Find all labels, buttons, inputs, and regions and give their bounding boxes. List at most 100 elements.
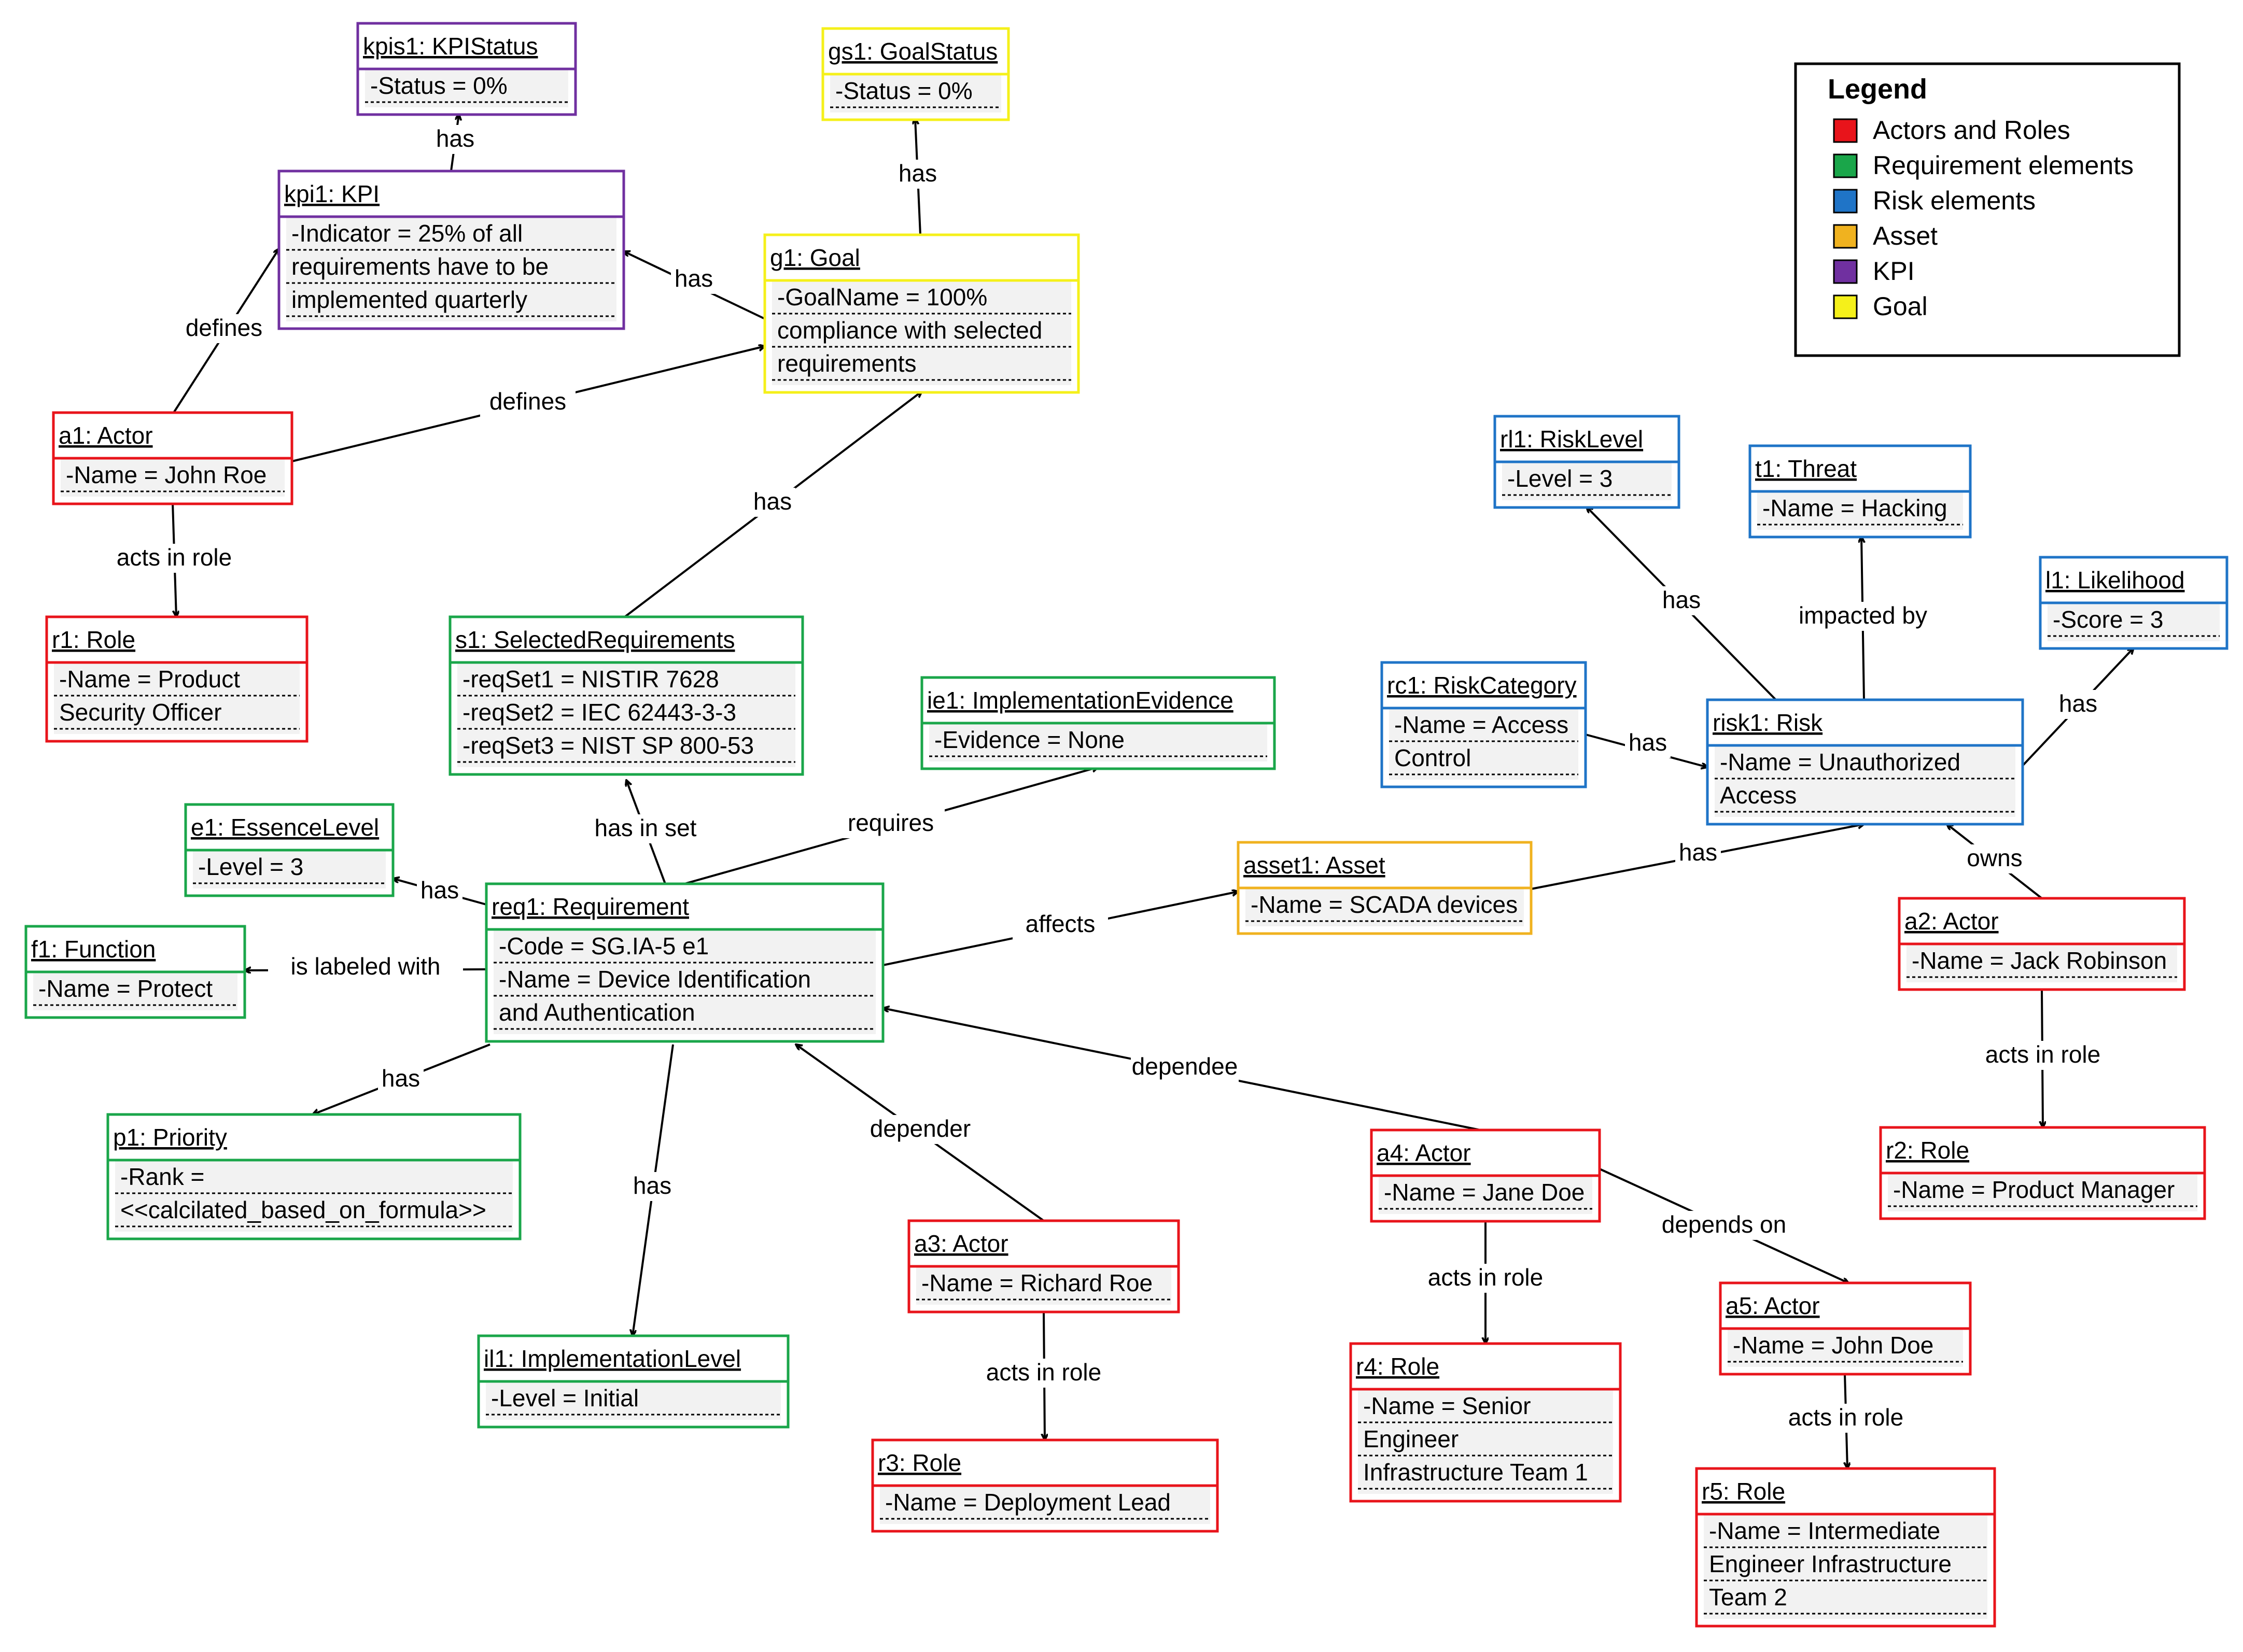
node-f1: f1: Function -Name = Protect	[24, 925, 246, 1019]
node-attribute: -Name = Deployment Lead	[885, 1489, 1171, 1516]
node-a5: a5: Actor-Name = John Doe	[1719, 1281, 1972, 1376]
edge-label: has	[1629, 729, 1667, 756]
node-attribute: -Name = Product	[59, 666, 240, 693]
node-attribute: -Level = 3	[198, 853, 303, 880]
node-rl1: rl1: RiskLevel-Level = 3	[1493, 415, 1680, 509]
node-attribute: compliance with selected	[777, 317, 1042, 344]
node-title: kpi1: KPI	[284, 180, 380, 207]
node-title: kpis1: KPIStatus	[363, 33, 538, 60]
edge-label: has	[2059, 690, 2097, 717]
node-attribute: Security Officer	[59, 699, 222, 726]
attribute-compartment	[486, 1381, 781, 1420]
edge-label-bg	[629, 1172, 675, 1201]
attribute-compartment	[33, 972, 237, 1010]
legend-item-label: Requirement elements	[1873, 151, 2134, 180]
attribute-compartment	[1888, 1173, 2197, 1211]
edge-label-bg	[1767, 1404, 1925, 1433]
node-a4: a4: Actor-Name = Jane Doe	[1370, 1128, 1601, 1223]
node-attribute: -Name = Jane Doe	[1384, 1179, 1585, 1206]
edge-label-bg	[417, 877, 462, 906]
edge-label: has	[1662, 586, 1701, 613]
node-kpi1: kpi1: KPI-Indicator = 25% of allrequirem…	[277, 170, 625, 330]
edge-label-bg	[1790, 602, 1936, 631]
node-title: r5: Role	[1702, 1478, 1785, 1505]
node-attribute: -reqSet1 = NISTIR 7628	[462, 666, 719, 693]
node-title: a3: Actor	[914, 1230, 1008, 1257]
node-title: a2: Actor	[1904, 908, 1999, 935]
legend-swatch	[1833, 259, 1858, 284]
edge-label: impacted by	[1799, 602, 1927, 629]
node-asset1: asset1: Asset-Name = SCADA devices	[1237, 841, 1533, 935]
node-attribute: -Name = Protect	[38, 975, 213, 1002]
node-p1: p1: Priority-Rank =<<calcilated_based_on…	[106, 1113, 522, 1240]
attribute-compartment	[494, 929, 876, 1034]
edge-label-bg	[750, 488, 795, 517]
node-r2: r2: Role -Name = Product Manager	[1879, 1126, 2206, 1220]
legend-swatch	[1833, 294, 1858, 319]
edge-label: acts in role	[1428, 1264, 1543, 1291]
legend-item-label: Risk elements	[1873, 186, 2036, 215]
node-attribute: -Name = Product Manager	[1893, 1176, 2175, 1203]
legend-item-label: KPI	[1873, 257, 1915, 286]
edge-label: has	[899, 160, 937, 187]
attribute-compartment	[61, 458, 285, 497]
edge-label: defines	[186, 314, 262, 341]
node-s1: s1: SelectedRequirements-reqSet1 = NISTI…	[448, 615, 804, 776]
attribute-compartment	[916, 1266, 1171, 1305]
edge-label: depends on	[1662, 1211, 1786, 1238]
edge-label-bg	[1658, 1211, 1790, 1240]
attribute-compartment	[365, 69, 568, 107]
edge-label-bg	[1625, 729, 1671, 758]
node-title: r2: Role	[1886, 1137, 1969, 1164]
node-attribute: -Name = John Roe	[66, 461, 267, 488]
node-title: e1: EssenceLevel	[191, 814, 379, 841]
edge-label: depender	[870, 1115, 971, 1142]
node-attribute: -Indicator = 25% of all	[291, 220, 523, 247]
node-title: ie1: ImplementationEvidence	[927, 687, 1233, 714]
node-attribute: -Name = SCADA devices	[1251, 891, 1518, 918]
node-attribute: Engineer Infrastructure	[1709, 1550, 1952, 1577]
node-attribute: Team 2	[1709, 1584, 1787, 1611]
node-attribute: Control	[1394, 744, 1471, 771]
edge-label: dependee	[1132, 1053, 1238, 1080]
legend-title: Legend	[1828, 74, 1927, 105]
attribute-compartment	[1389, 708, 1578, 780]
node-attribute: -GoalName = 100%	[777, 284, 987, 310]
edge-label: affects	[1026, 910, 1096, 937]
edge-label: requires	[848, 809, 934, 836]
node-gs1: gs1: GoalStatus-Status = 0%	[821, 27, 1010, 121]
attribute-compartment	[1358, 1389, 1613, 1494]
attribute-compartment	[286, 217, 616, 321]
edge-label: owns	[1967, 844, 2022, 871]
node-attribute: -Name = Device Identification	[499, 966, 811, 993]
node-attribute: Infrastructure Team 1	[1363, 1459, 1588, 1486]
node-attribute: -reqSet2 = IEC 62443-3-3	[462, 699, 736, 726]
edge-label: has in set	[595, 814, 697, 841]
edge-label: has	[675, 265, 713, 292]
edge-label: has	[753, 488, 792, 515]
legend-swatch	[1833, 153, 1858, 178]
edge-label: has	[382, 1065, 420, 1092]
edge-label: acts in role	[117, 544, 232, 571]
edge-label: is labeled with	[291, 953, 441, 980]
edge-label-bg	[837, 809, 945, 838]
node-attribute: implemented quarterly	[291, 286, 527, 313]
node-attribute: -Rank =	[120, 1163, 204, 1190]
edge-label-bg	[671, 265, 717, 294]
legend-item-label: Goal	[1873, 292, 1928, 321]
legend-swatch	[1833, 189, 1858, 214]
edge-label-bg	[1964, 1041, 2122, 1070]
edge-label: has	[633, 1172, 671, 1199]
legend-frame	[1794, 62, 2181, 357]
node-title: f1: Function	[31, 936, 156, 963]
edge-label-bg	[1659, 586, 1704, 615]
node-title: g1: Goal	[770, 244, 860, 271]
attribute-compartment	[1728, 1329, 1963, 1367]
edge-label: acts in role	[986, 1359, 1101, 1386]
attribute-compartment	[772, 280, 1071, 385]
node-attribute: Engineer	[1363, 1425, 1459, 1452]
edge-label: has	[1679, 839, 1717, 866]
